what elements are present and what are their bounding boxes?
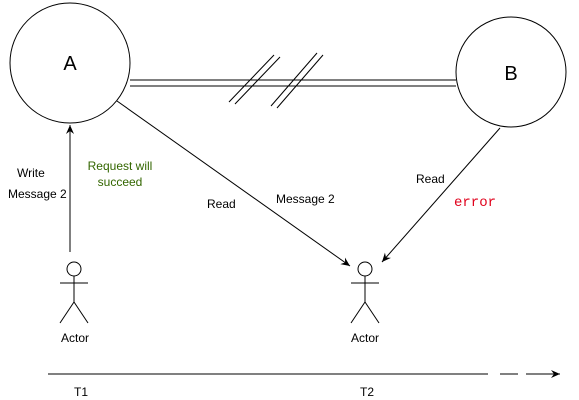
error-label: error xyxy=(454,195,496,211)
actor-right-leg-l xyxy=(350,301,366,324)
actor-right-head xyxy=(357,261,373,277)
request-succeed-line2: succeed xyxy=(98,175,143,189)
node-a-label: A xyxy=(63,53,77,75)
node-b-label: B xyxy=(504,63,517,85)
actor-left: Actor xyxy=(59,261,89,345)
break-mark-2a xyxy=(270,52,318,107)
partitioned-link xyxy=(130,52,456,109)
message-label-mid: Message 2 xyxy=(276,192,335,206)
message-label-left: Message 2 xyxy=(8,187,67,201)
actor-left-leg-r xyxy=(73,301,89,324)
timeline: T1 T2 xyxy=(48,370,560,399)
write-label: Write xyxy=(17,166,45,180)
read-label-left: Read xyxy=(207,197,236,211)
actor-left-leg-l xyxy=(59,301,75,324)
read-arrow-from-b xyxy=(381,127,501,263)
timeline-t2-label: T2 xyxy=(360,385,374,399)
node-b: B xyxy=(455,16,567,128)
actor-right: Actor xyxy=(350,261,380,345)
node-a-circle xyxy=(9,2,131,124)
actor-left-head xyxy=(66,261,82,277)
actor-left-label: Actor xyxy=(61,331,89,345)
request-succeed-line1: Request will xyxy=(88,159,153,173)
read-arrow-from-a xyxy=(116,100,351,267)
break-mark-1b xyxy=(234,56,281,105)
node-b-circle xyxy=(455,16,567,128)
read-label-right: Read xyxy=(416,172,445,186)
timeline-t1-label: T1 xyxy=(74,385,88,399)
break-mark-1a xyxy=(228,54,275,103)
node-a: A xyxy=(9,2,131,124)
actor-right-label: Actor xyxy=(351,331,379,345)
actor-right-leg-r xyxy=(364,301,380,324)
break-mark-2b xyxy=(276,54,324,109)
